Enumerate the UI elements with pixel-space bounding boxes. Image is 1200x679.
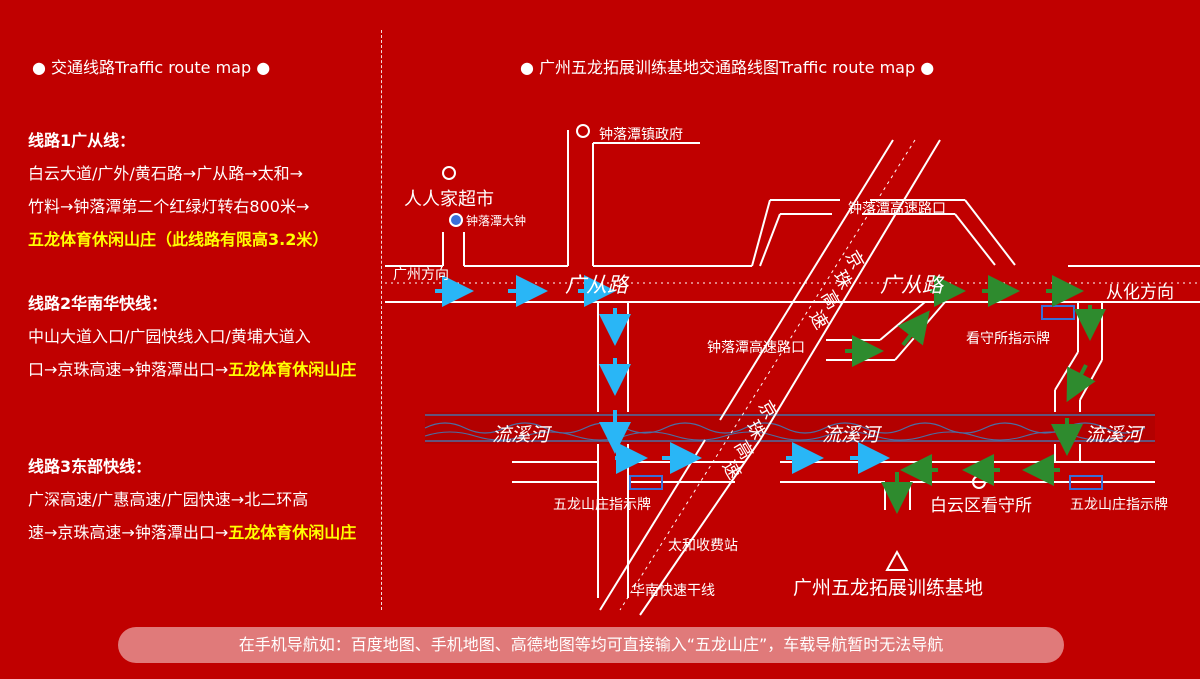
label-base: 广州五龙拓展训练基地 [793, 577, 983, 599]
label-wulong-sign-left: 五龙山庄指示牌 [553, 496, 651, 513]
route-2: 线路2华南华快线： 中山大道入口/广园快线入口/黄埔大道入 口→京珠高速→钟落潭… [28, 287, 358, 386]
label-baiyun-detention: 白云区看守所 [930, 496, 1032, 516]
route-title: 线路3东部快线： [28, 457, 152, 476]
river-liuxi [424, 412, 1155, 444]
detention-signboard [1041, 305, 1075, 320]
label-river-3: 流溪河 [1085, 424, 1146, 446]
label-zlt-exit-mid: 钟落潭高速路口 [707, 339, 805, 356]
route-line: 白云大道/广外/黄石路→广从路→太和→ [28, 164, 304, 183]
route-line: 速→京珠高速→钟落潭出口→五龙体育休闲山庄 [28, 523, 357, 542]
route-line: 竹料→钟落潭第二个红绿灯转右800米→ [28, 197, 310, 216]
route-line: 广深高速/广惠高速/广园快速→北二环高 [28, 490, 309, 509]
label-river-1: 流溪河 [492, 424, 553, 446]
clock-marker [449, 213, 463, 227]
label-gov: 钟落潭镇政府 [599, 126, 683, 143]
label-huanan-expressway: 华南快速干线 [631, 583, 715, 599]
route-line: 口→京珠高速→钟落潭出口→五龙体育休闲山庄 [28, 360, 357, 379]
route-line: 中山大道入口/广园快线入口/黄埔大道入 [28, 327, 311, 346]
gov-marker [576, 124, 590, 138]
blue-route-arrows [435, 275, 890, 474]
supermarket-marker [442, 166, 456, 180]
wulong-signboard-right [1069, 475, 1103, 490]
label-wulong-sign-right: 五龙山庄指示牌 [1070, 496, 1168, 513]
label-river-2: 流溪河 [822, 424, 883, 446]
route-3: 线路3东部快线： 广深高速/广惠高速/广园快速→北二环高 速→京珠高速→钟落潭出… [28, 450, 358, 549]
roads [385, 130, 1200, 616]
route-highlight: 五龙体育休闲山庄（此线路有限高3.2米） [28, 230, 329, 249]
road-guangcong [385, 265, 1200, 303]
label-supermarket: 人人家超市 [404, 189, 494, 210]
label-guangcong-right: 广从路 [880, 273, 945, 297]
wulong-signboard-left [629, 475, 663, 490]
label-clock: 钟落潭大钟 [466, 213, 526, 228]
left-title: ● 交通线路Traffic route map ● [32, 58, 271, 77]
label-zlt-exit-top: 钟落潭高速路口 [848, 200, 946, 217]
label-detention-sign: 看守所指示牌 [966, 330, 1050, 347]
label-jingzhu-top: 京 珠 高 速 [805, 247, 868, 333]
green-route-arrows [845, 275, 1106, 514]
navigation-tip: 在手机导航如：百度地图、手机地图、高德地图等均可直接输入“五龙山庄”，车载导航暂… [118, 627, 1064, 663]
route-1: 线路1广从线： 白云大道/广外/黄石路→广从路→太和→ 竹料→钟落潭第二个红绿灯… [28, 124, 358, 256]
label-guangcong-left: 广从路 [565, 273, 630, 297]
route-title: 线路2华南华快线： [28, 294, 168, 313]
label-conghua-direction: 从化方向 [1106, 283, 1174, 303]
label-gz-direction: 广州方向 [393, 267, 449, 283]
route-title: 线路1广从线： [28, 131, 136, 150]
label-taihe-toll: 太和收费站 [668, 538, 738, 554]
map-title: ● 广州五龙拓展训练基地交通路线图Traffic route map ● [520, 58, 935, 77]
base-marker [885, 549, 909, 571]
divider [381, 30, 382, 610]
